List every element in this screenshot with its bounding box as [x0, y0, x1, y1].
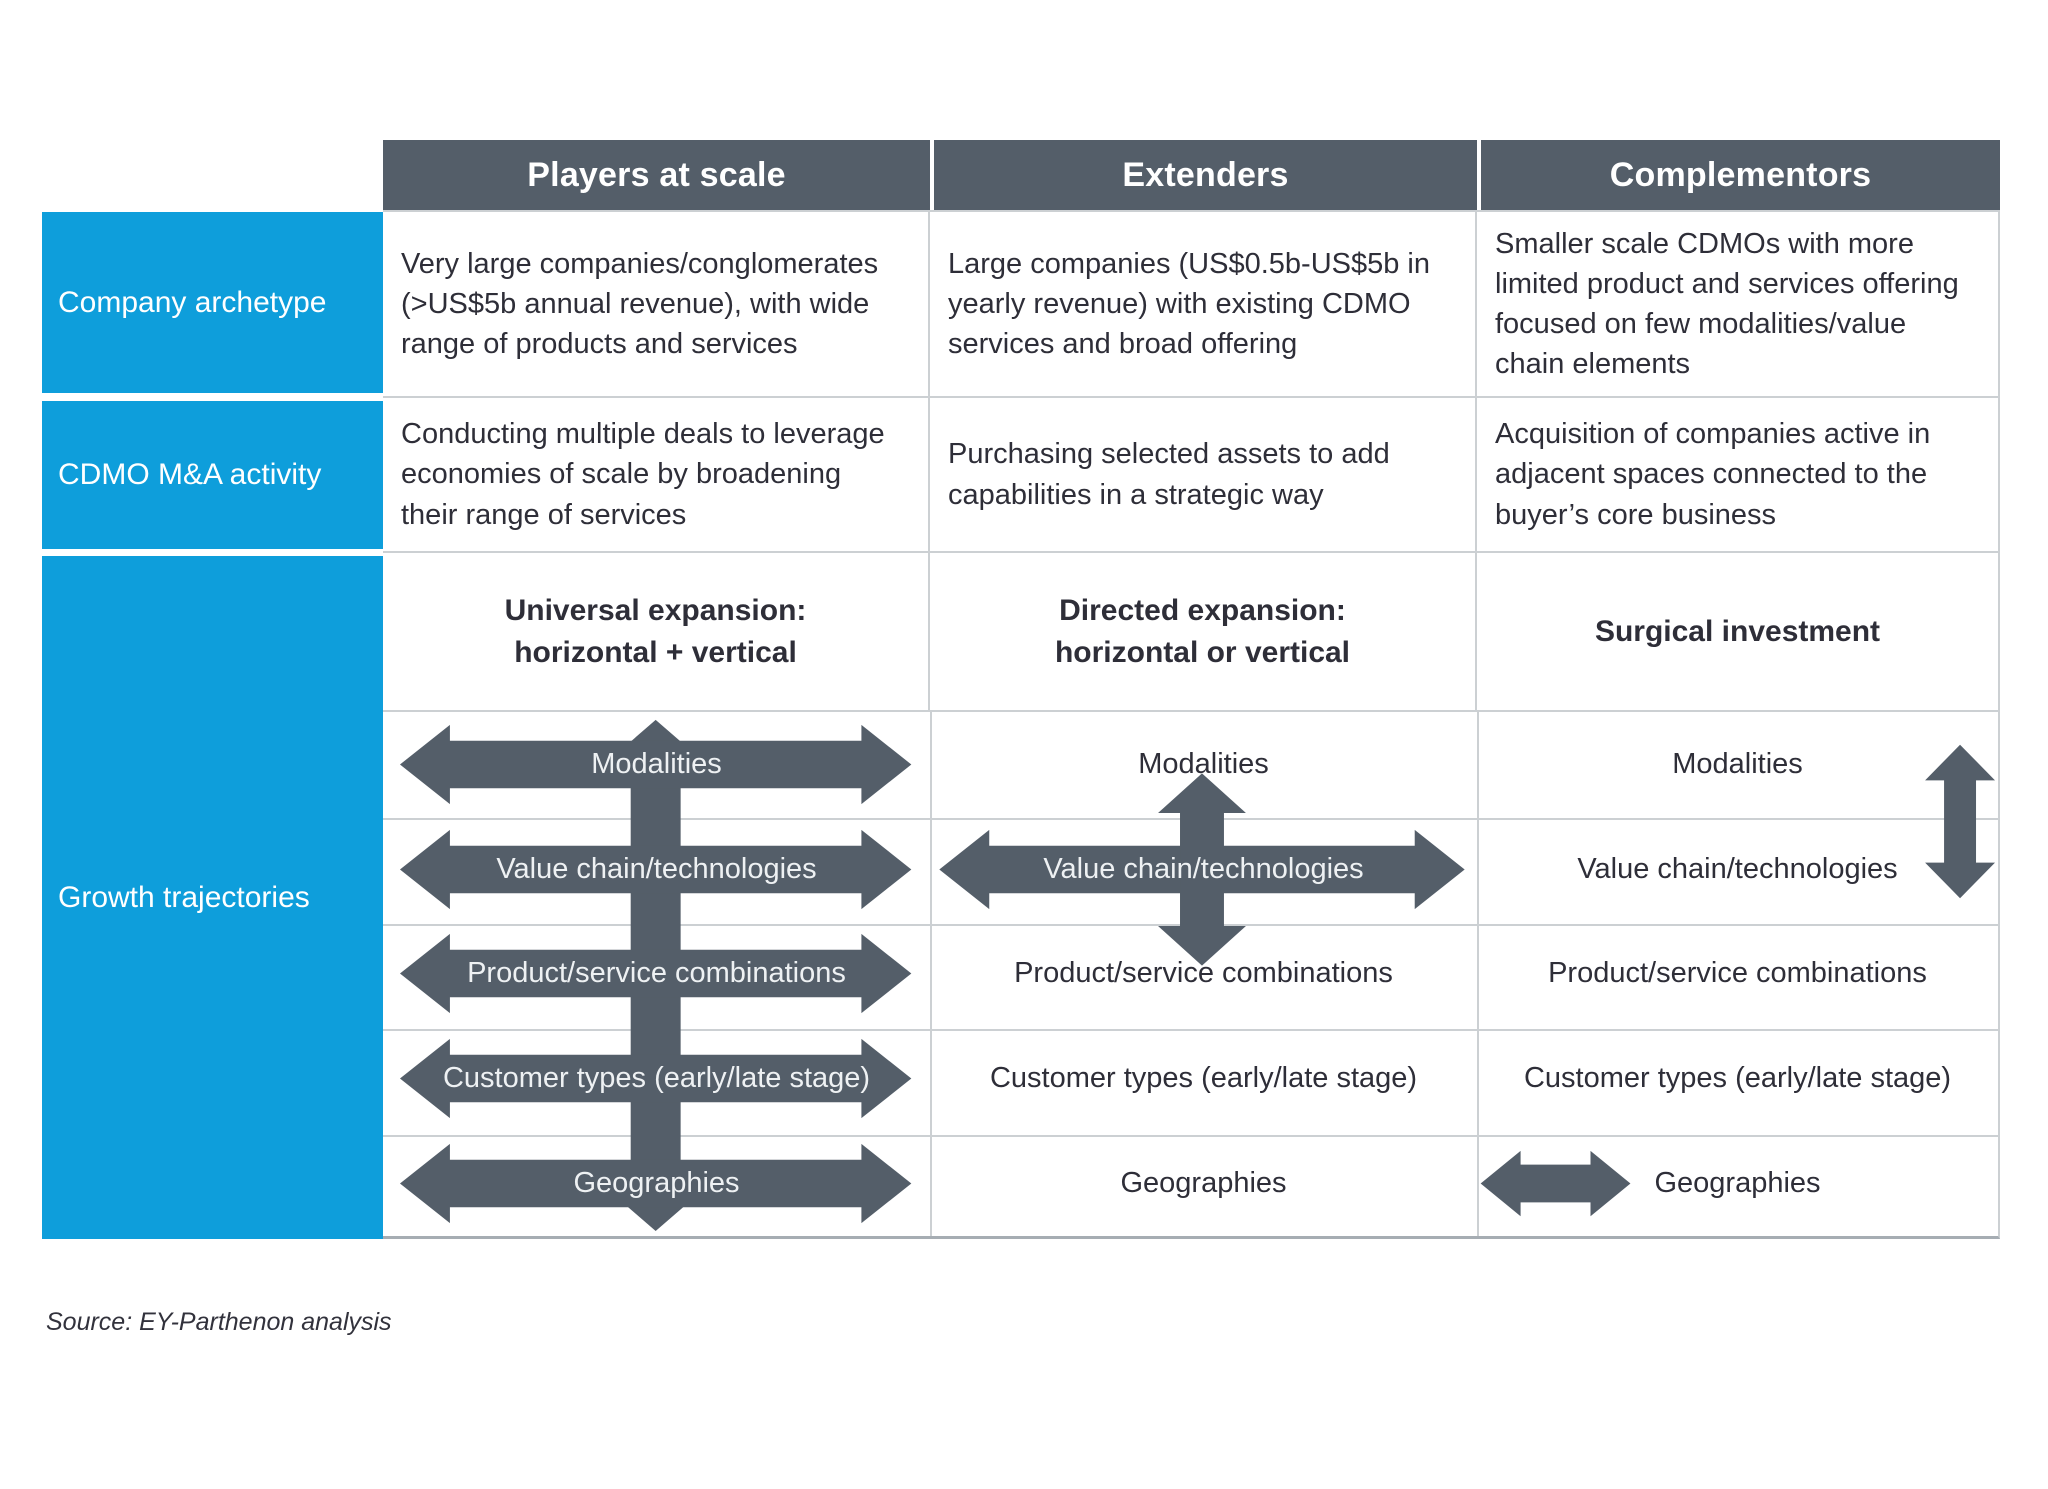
vertical-double-arrow-icon [1925, 744, 1996, 899]
column-header-complementors: Complementors [1477, 140, 2000, 210]
corner-spacer [42, 140, 383, 210]
strategy-line: horizontal + vertical [514, 635, 797, 669]
column-divider [1477, 712, 1479, 1236]
growth-trajectories-matrix: Modalities Modalities Modalities Value c… [383, 710, 2000, 1239]
arrow-layer [399, 719, 1996, 1232]
strategy-universal-expansion: Universal expansion: horizontal + vertic… [383, 551, 930, 710]
cell-ma-extenders: Purchasing selected assets to add capabi… [930, 396, 1477, 551]
cell-archetype-players: Very large companies/conglomerates (>US$… [383, 210, 930, 396]
row-label-cdmo-ma-activity: CDMO M&A activity [42, 401, 383, 549]
horizontal-double-arrow-icon [399, 933, 912, 1014]
strategy-line: Surgical investment [1594, 614, 1881, 648]
cell-archetype-extenders: Large companies (US$0.5b-US$5b in yearly… [930, 210, 1477, 396]
cell-archetype-complementors: Smaller scale CDMOs with more limited pr… [1477, 210, 2000, 396]
dimension-label: Value chain/technologies [496, 852, 817, 885]
strategy-line: Universal expansion: [504, 593, 807, 627]
dimension-label: Customer types (early/late stage) [1523, 1062, 1952, 1095]
horizontal-double-arrow-icon [399, 829, 912, 910]
horizontal-double-arrow-icon [399, 1038, 912, 1119]
dimension-label: Customer types (early/late stage) [989, 1062, 1418, 1095]
horizontal-double-arrow-icon [1480, 1150, 1631, 1217]
dimension-label: Value chain/technologies [1577, 852, 1898, 885]
row-divider [383, 1029, 1998, 1031]
dimension-label: Product/service combinations [1014, 957, 1393, 990]
strategy-surgical-investment: Surgical investment [1477, 551, 2000, 710]
dimension-label: Customer types (early/late stage) [442, 1062, 871, 1095]
strategy-directed-expansion: Directed expansion: horizontal or vertic… [930, 551, 1477, 710]
row-label-growth-trajectories: Growth trajectories [42, 556, 383, 1239]
dimension-label: Value chain/technologies [1043, 852, 1364, 885]
cell-ma-players: Conducting multiple deals to leverage ec… [383, 396, 930, 551]
horizontal-double-arrow-icon [399, 1143, 912, 1224]
source-note: Source: EY-Parthenon analysis [46, 1308, 392, 1336]
column-header-players-at-scale: Players at scale [383, 140, 930, 210]
horizontal-double-arrow-icon [399, 724, 912, 805]
dimension-label: Product/service combinations [1548, 957, 1927, 990]
row-divider [383, 1135, 1998, 1137]
column-divider [930, 712, 932, 1236]
dimension-label: Modalities [1672, 747, 1803, 780]
vertical-double-arrow-icon [1158, 773, 1246, 966]
strategy-line: Directed expansion: [1059, 593, 1346, 627]
comparison-table: Players at scale Extenders Complementors… [42, 140, 2000, 1239]
strategy-line: horizontal or vertical [1054, 635, 1351, 669]
dimension-label: Modalities [1138, 747, 1269, 780]
dimension-label: Product/service combinations [467, 957, 846, 990]
dimension-label: Geographies [1654, 1167, 1821, 1200]
row-label-company-archetype: Company archetype [42, 212, 383, 393]
cell-ma-complementors: Acquisition of companies active in adjac… [1477, 396, 2000, 551]
dimension-label: Geographies [1120, 1167, 1287, 1200]
column-header-extenders: Extenders [930, 140, 1477, 210]
dimension-label-grid: Modalities Modalities Modalities Value c… [383, 712, 1998, 1236]
dimension-label: Geographies [573, 1167, 740, 1200]
dimension-label: Modalities [591, 747, 722, 780]
